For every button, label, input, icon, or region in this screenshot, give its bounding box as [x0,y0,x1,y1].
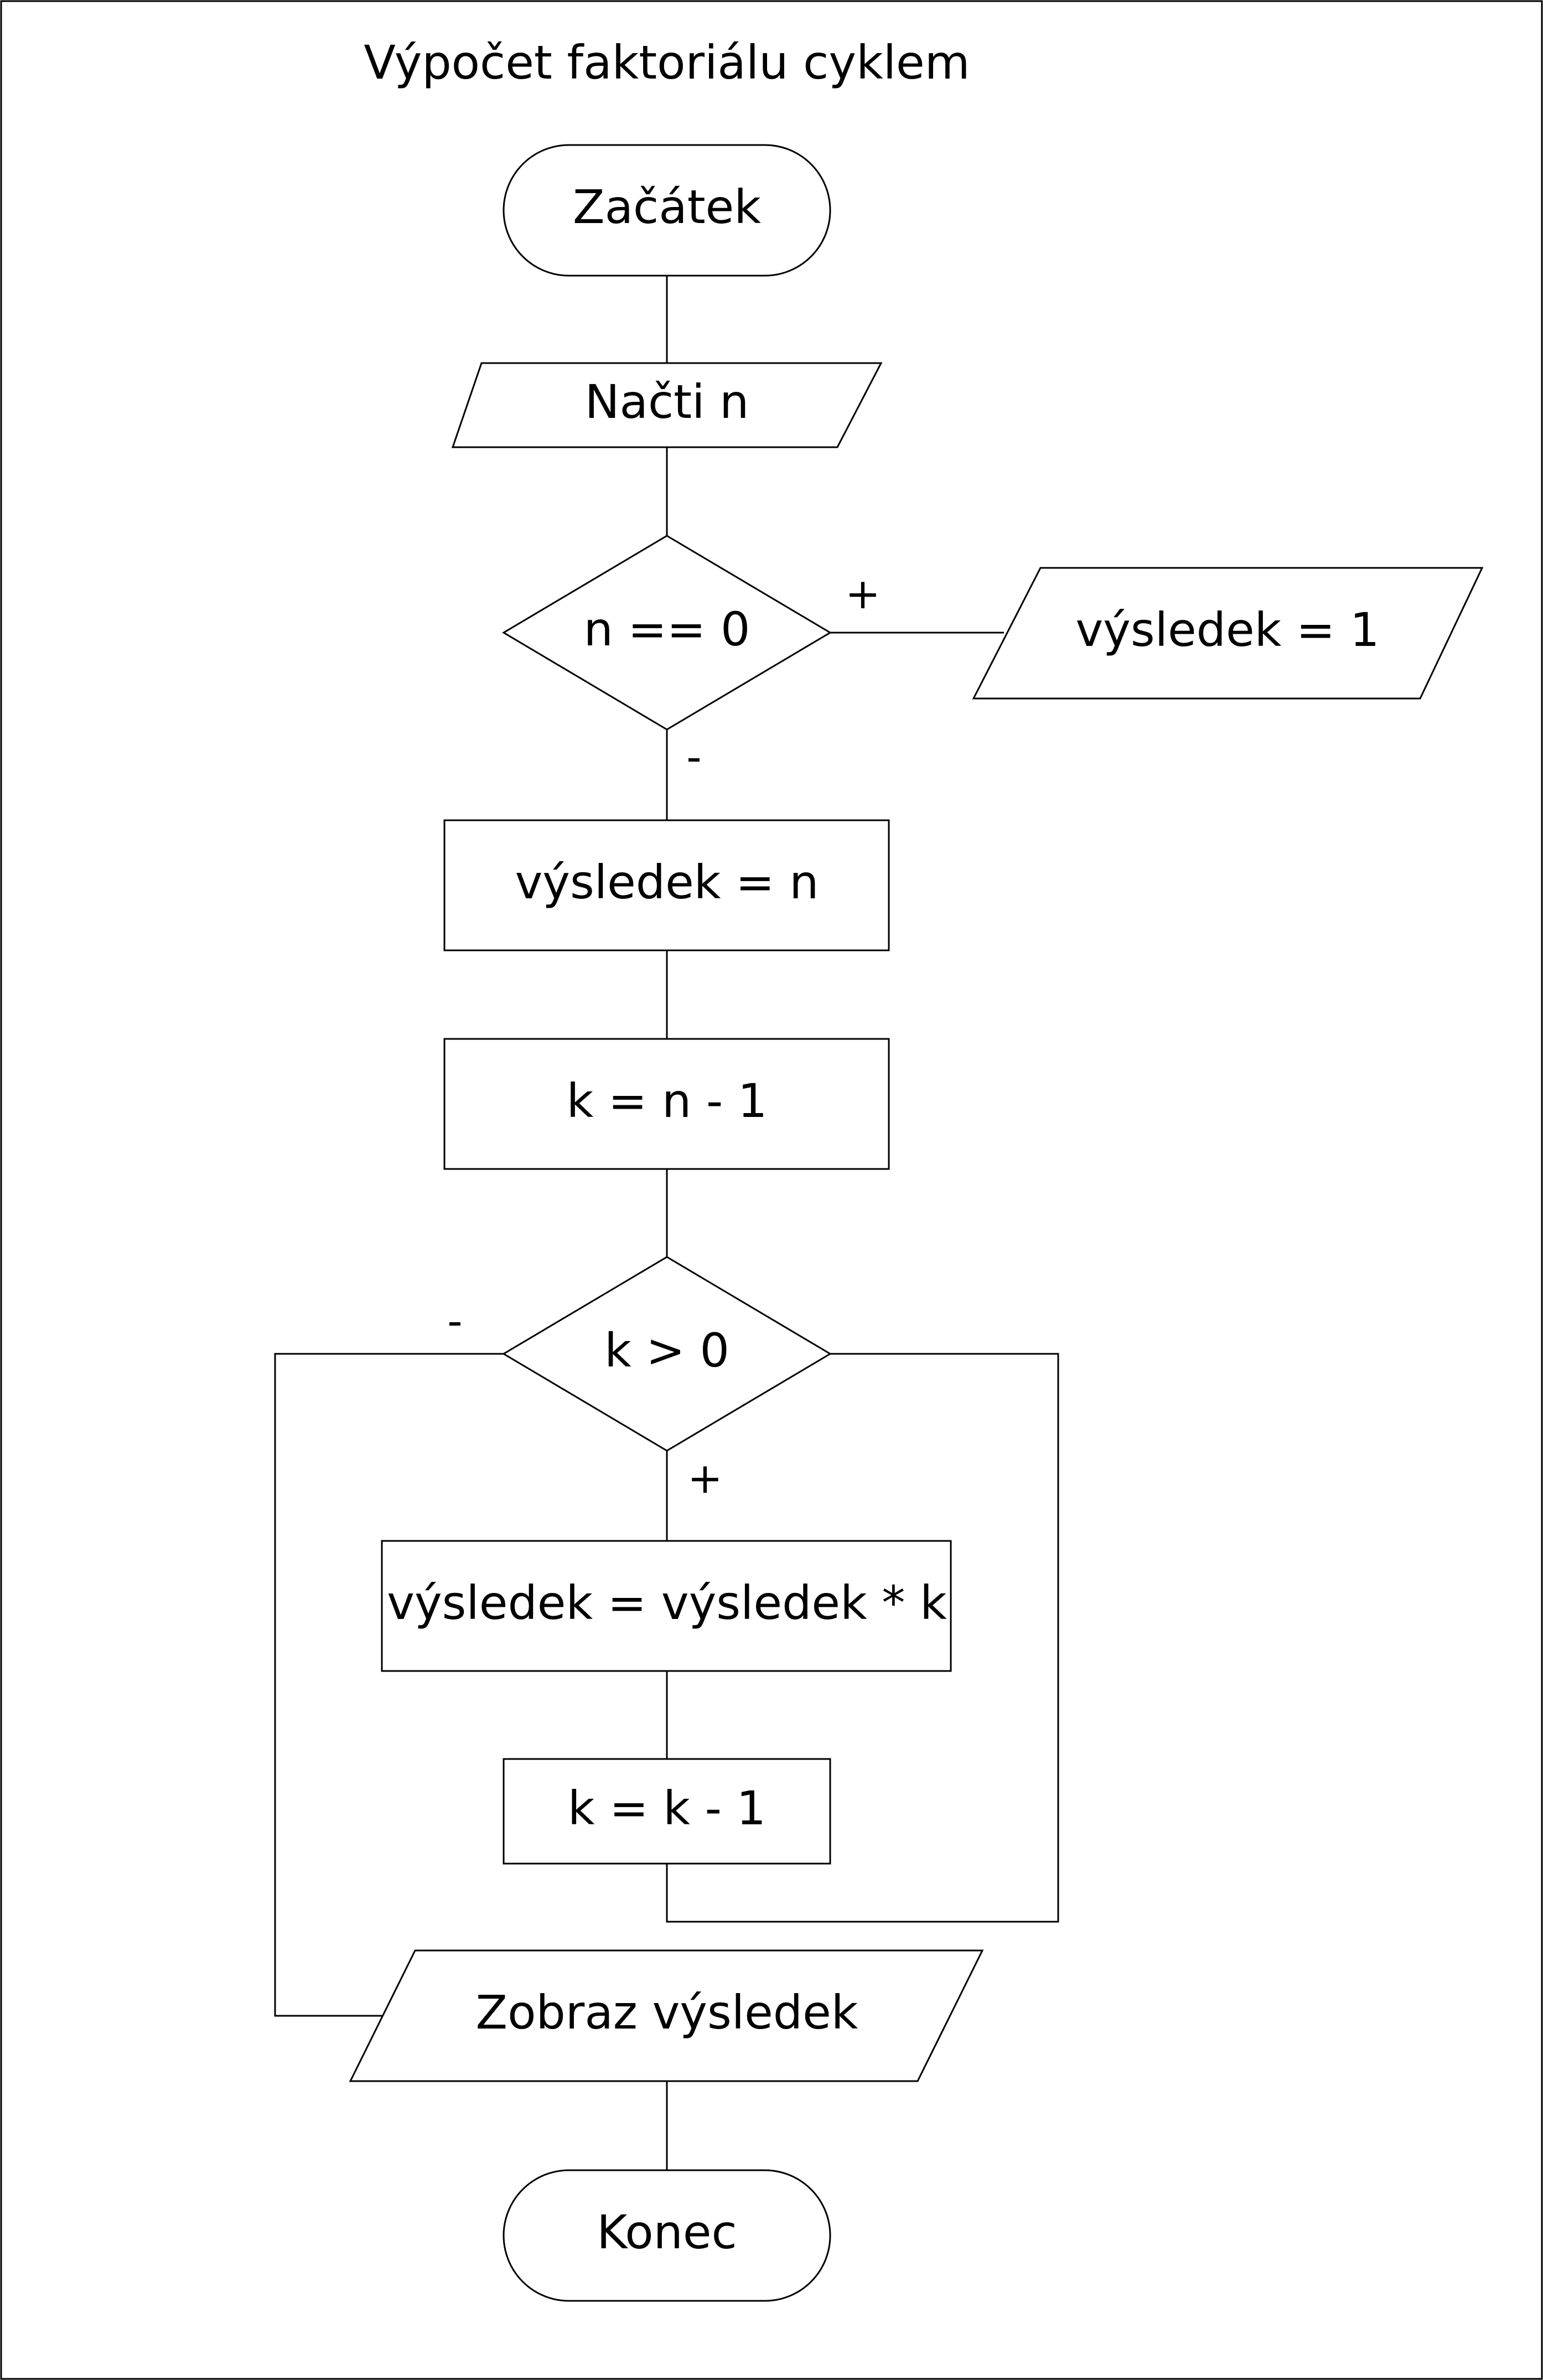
show-result-output [349,1949,984,2082]
end-label: Konec [597,2205,737,2259]
result-one-label: výsledek = 1 [1075,603,1379,657]
decrement-label: k = k - 1 [568,1781,766,1835]
k-positive-no-label: - [447,1296,462,1346]
n-zero-label: n == 0 [584,602,750,656]
k-positive-yes-label: + [687,1453,723,1503]
multiply-label: výsledek = výsledek * k [387,1576,947,1630]
diagram-title: Výpočet faktoriálu cyklem [364,35,970,90]
k-positive-decision [502,1256,832,1452]
result-n-process [443,819,890,951]
multiply-process [381,1540,952,1672]
loop-exit-connector [274,1353,504,2017]
n-zero-yes-label: + [845,569,881,618]
k-init-process [443,1038,890,1170]
show-result-label: Zobraz výsledek [476,1985,858,2040]
result-n-label: výsledek = n [515,855,819,909]
n-zero-decision [502,535,832,731]
read-n-label: Načti n [585,375,749,429]
n-zero-no-label: - [686,732,701,782]
decrement-process [503,1758,831,1865]
read-n-input [451,362,883,448]
k-init-label: k = n - 1 [567,1074,768,1128]
start-label: Začátek [573,180,761,234]
end-terminator [503,2169,831,2302]
start-terminator [503,144,831,277]
loop-back-connector [666,1353,1059,1923]
k-positive-label: k > 0 [604,1323,729,1378]
result-one-output [972,567,1484,700]
